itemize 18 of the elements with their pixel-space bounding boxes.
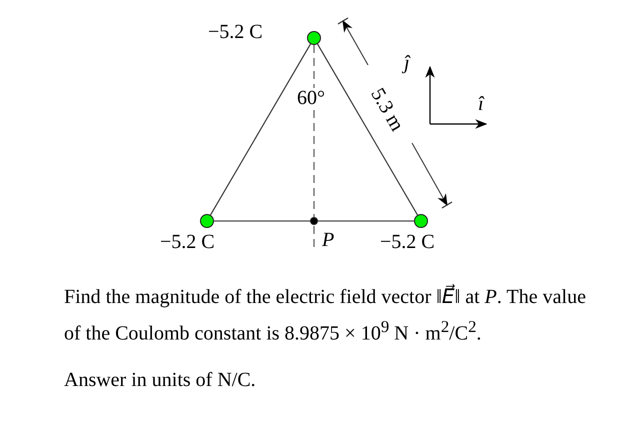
charge-dot [200,214,214,228]
charge-dot [414,214,428,228]
charge-label: −5.2 C [160,232,215,252]
axis-label: î [478,94,484,114]
angle-label: 60° [296,88,326,108]
triangle-side [214,220,310,222]
point-dot [310,217,318,225]
triangle-side [317,44,418,216]
dashed-line [313,45,315,217]
problem-text: Find the magnitude of the electric field vector ‖E⃗‖ at P. The value of the Coulomb constant is 8.9875 × 10$^{9}$ N · m$^{2}$/C$^{2}$. [64,283,586,347]
point-label: P [322,230,334,250]
charge-label: −5.2 C [380,232,435,252]
answer-text: Answer in units of N/C. [64,370,256,390]
charge-dot [307,31,321,45]
triangle-side [210,44,311,216]
triangle-side [318,220,414,222]
axis-label: ĵ [404,53,410,73]
charge-label: −5.2 C [208,22,263,42]
